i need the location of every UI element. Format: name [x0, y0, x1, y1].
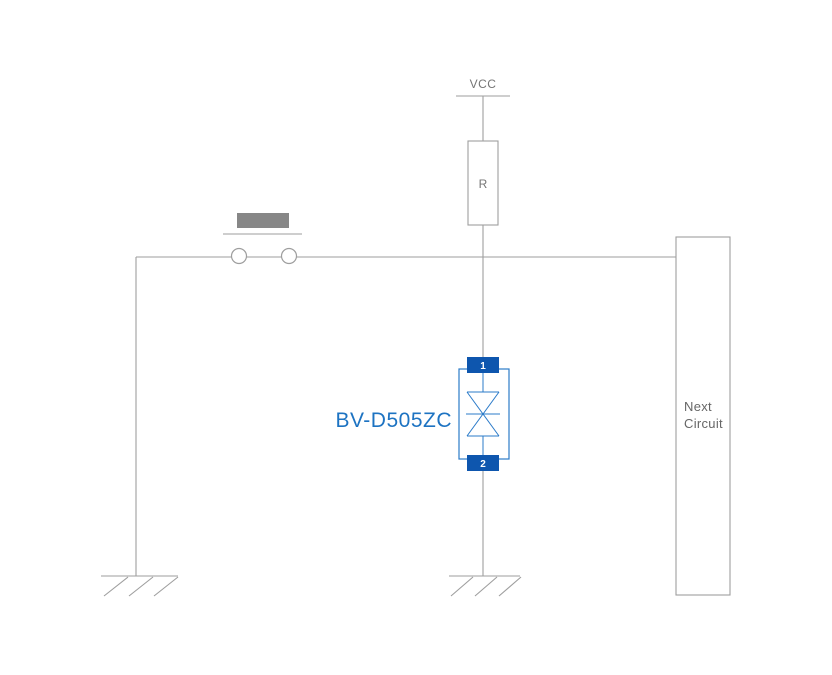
ground-left-hatch-1 [103, 576, 129, 597]
ground-symbol-center [449, 575, 522, 597]
button-terminal-left [230, 247, 248, 265]
esd-protection-device: 1 2 [458, 357, 510, 471]
next-circuit-block: Next Circuit [675, 236, 731, 596]
next-circuit-box [675, 236, 731, 596]
next-circuit-label-line1: Next [684, 399, 712, 414]
ground-symbol-left [101, 575, 179, 597]
vcc-label: VCC [470, 77, 497, 91]
resistor-body [467, 140, 499, 226]
device-part-number-label: BV-D505ZC [335, 409, 452, 432]
ground-center-hatch-2 [474, 576, 498, 597]
device-pin-1-label: 1 [480, 361, 486, 372]
resistor-label: R [479, 177, 488, 191]
push-button [223, 213, 302, 265]
ground-center-hatch-3 [498, 576, 522, 597]
ground-center-hatch-1 [450, 576, 474, 597]
ground-left-hatch-2 [128, 576, 154, 597]
device-pin-1 [467, 357, 499, 373]
tvs-lower-triangle [466, 413, 500, 437]
button-cap [237, 213, 289, 228]
device-pin-2 [467, 455, 499, 471]
next-circuit-label-line2: Circuit [684, 416, 723, 431]
ground-left-hatch-3 [153, 576, 179, 597]
device-pin-2-label: 2 [480, 459, 486, 470]
button-terminal-right [280, 247, 298, 265]
